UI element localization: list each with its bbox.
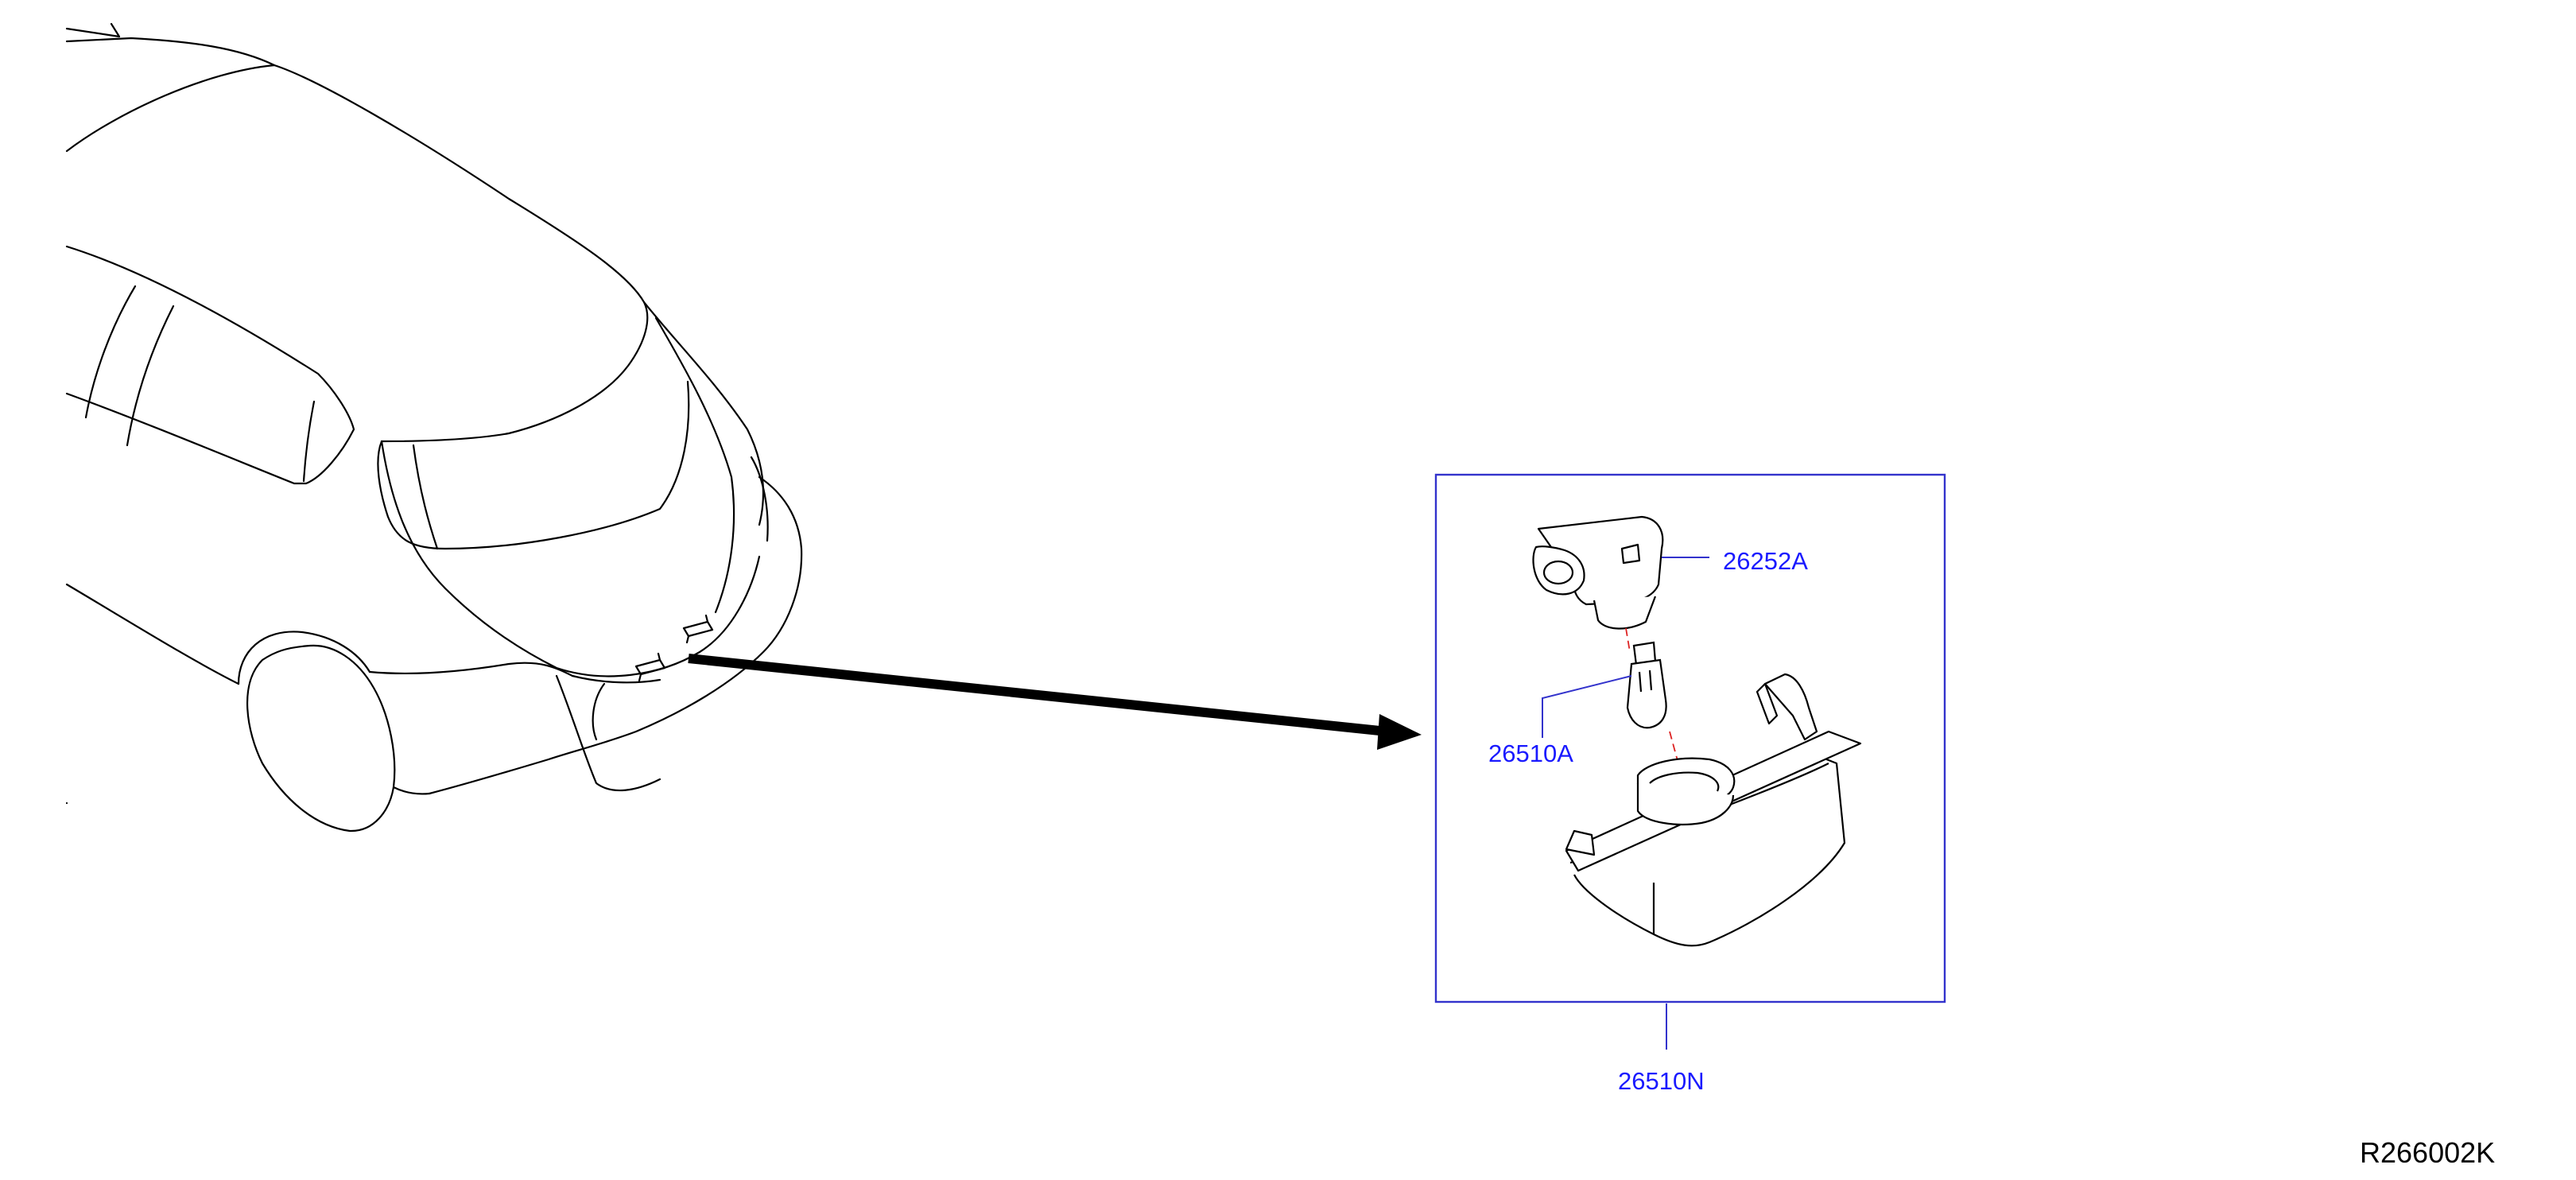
part-label-socket: 26252A [1723,547,1808,575]
bulb [1626,641,1667,729]
pointer-arrow [688,654,1422,750]
leader-lines [1542,557,1709,1050]
socket-connector [1532,515,1664,630]
part-label-bulb: 26510A [1488,739,1573,767]
part-label-lamp-assembly: 26510N [1618,1067,1705,1095]
diagram-reference-code: R266002K [2360,1136,2496,1169]
assembly-centerline [1625,627,1682,776]
detail-frame [1434,473,1946,1003]
lamp-housing [1565,673,1862,947]
car-rear-illustration [65,22,803,833]
